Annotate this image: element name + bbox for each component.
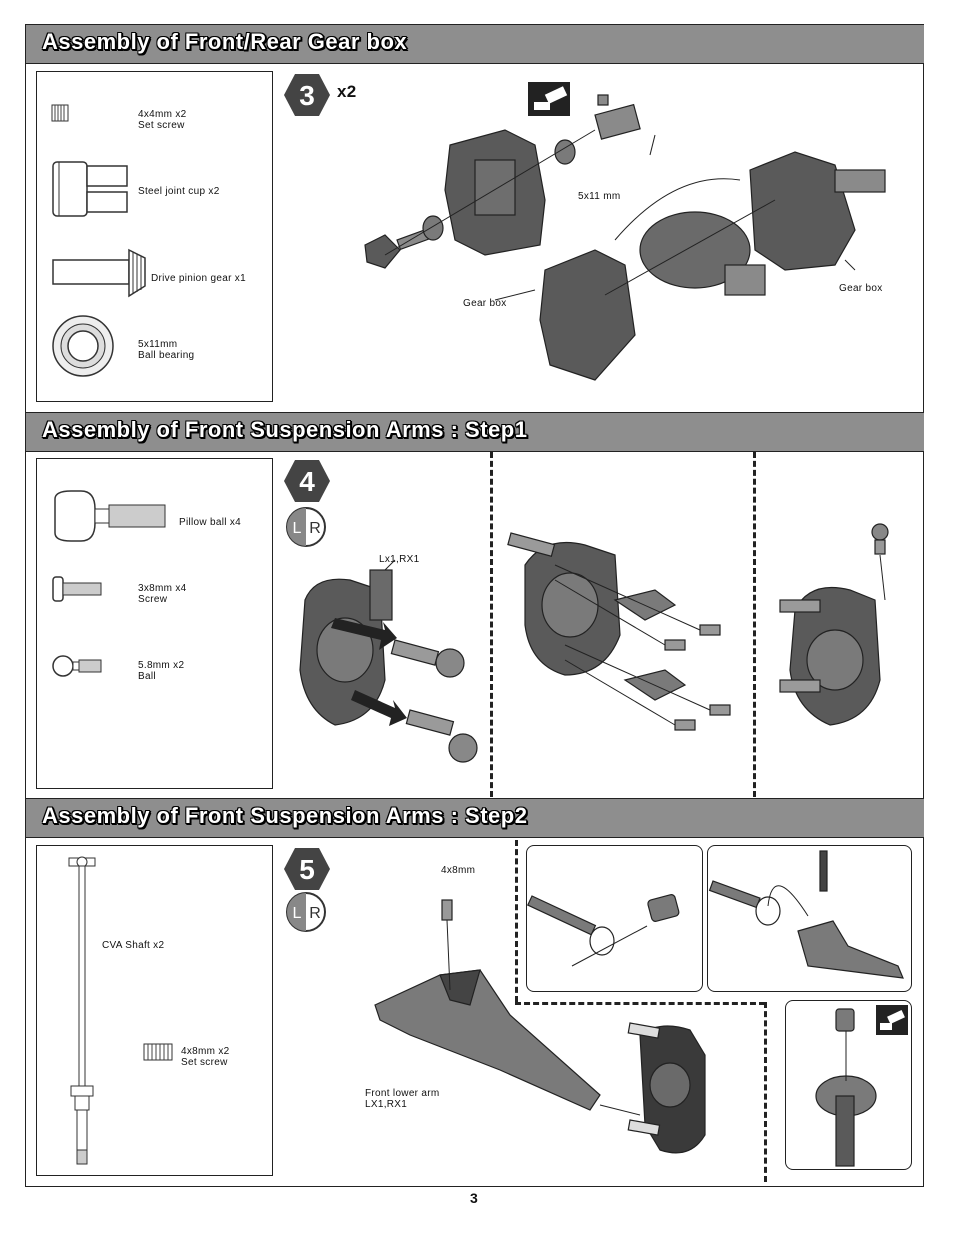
cva-shaft-icon: [68, 856, 96, 1165]
quantity-multiplier: x2: [337, 82, 357, 101]
part-label: 3x8mm x4 Screw: [138, 583, 187, 605]
axle-set-screw-illustration: [815, 1008, 877, 1167]
inset-set-screw: [785, 1000, 912, 1170]
ball-bearing-icon: [52, 315, 114, 377]
gearbox-assembly-illustration: [364, 94, 886, 381]
left-right-badge: L R: [286, 507, 326, 547]
right-label: R: [309, 905, 321, 922]
pin-axle-illustration: [708, 850, 904, 979]
screw-icon: [52, 576, 102, 602]
section-title: Assembly of Front Suspension Arms : Step…: [42, 803, 528, 828]
part-label: 5.8mm x2 Ball: [138, 660, 185, 682]
left-label: L: [293, 520, 302, 537]
divider: [764, 1002, 767, 1182]
section-header-gearbox: Assembly of Front/Rear Gear box: [26, 24, 924, 64]
step-number-badge: 4: [284, 460, 330, 502]
hex-driver-icon: [876, 1005, 908, 1035]
section-header-suspension1: Assembly of Front Suspension Arms : Step…: [26, 412, 924, 452]
step-number: 4: [299, 466, 315, 497]
knuckle-screws-illustration: [507, 532, 731, 731]
step-number: 5: [299, 854, 315, 885]
ball-icon: [52, 655, 102, 677]
inset-pin-axle: [707, 845, 912, 992]
section-header-suspension2: Assembly of Front Suspension Arms : Step…: [26, 798, 924, 838]
left-right-badge: L R: [286, 892, 326, 932]
part-label: Steel joint cup x2: [138, 186, 220, 197]
section-title: Assembly of Front Suspension Arms : Step…: [42, 417, 528, 442]
part-label: Drive pinion gear x1: [151, 273, 246, 284]
callout-knuckle: Lx1,RX1: [379, 554, 420, 565]
divider: [515, 840, 518, 1002]
step-number: 3: [299, 80, 315, 111]
set-screw-icon: [51, 104, 69, 122]
right-label: R: [309, 520, 321, 537]
callout-gearbox-left: Gear box: [463, 298, 507, 309]
divider: [753, 452, 756, 797]
part-label: 4x8mm x2 Set screw: [181, 1046, 230, 1068]
part-label: 5x11mm Ball bearing: [138, 339, 195, 361]
divider: [515, 1002, 765, 1005]
callout-gearbox-right: Gear box: [839, 283, 883, 294]
hex-driver-icon: [528, 82, 570, 116]
callout-screw: 4x8mm: [441, 865, 476, 876]
part-label: Pillow ball x4: [179, 517, 242, 528]
callout-bearing: 5x11 mm: [578, 191, 621, 202]
part-label: CVA Shaft x2: [102, 940, 165, 951]
knuckle-pillow-ball-illustration: [299, 559, 478, 763]
step-number-badge: 3: [284, 74, 330, 116]
page-number: 3: [470, 1190, 478, 1206]
lower-arm-illustration: [374, 899, 706, 1154]
knuckle-ball-illustration: [779, 523, 889, 726]
callout-arm: Front lower arm LX1,RX1: [365, 1088, 440, 1110]
set-screw-icon: [143, 1043, 173, 1061]
part-label: 4x4mm x2 Set screw: [138, 109, 187, 131]
parts-list-gearbox: 4x4mm x2 Set screw Steel joint cup x2 Dr…: [36, 71, 273, 402]
parts-list-suspension2: CVA Shaft x2 4x8mm x2 Set screw: [36, 845, 273, 1176]
divider: [490, 452, 493, 797]
inset-joint-cup: [526, 845, 703, 992]
left-label: L: [293, 905, 302, 922]
joint-cup-icon: [52, 161, 128, 217]
section-title: Assembly of Front/Rear Gear box: [42, 29, 408, 54]
pinion-gear-icon: [52, 248, 146, 298]
pillow-ball-icon: [54, 490, 166, 542]
parts-list-suspension1: Pillow ball x4 3x8mm x4 Screw 5.8mm x2 B…: [36, 458, 273, 789]
shaft-joint-cup-illustration: [526, 894, 680, 967]
step-number-badge: 5: [284, 848, 330, 890]
